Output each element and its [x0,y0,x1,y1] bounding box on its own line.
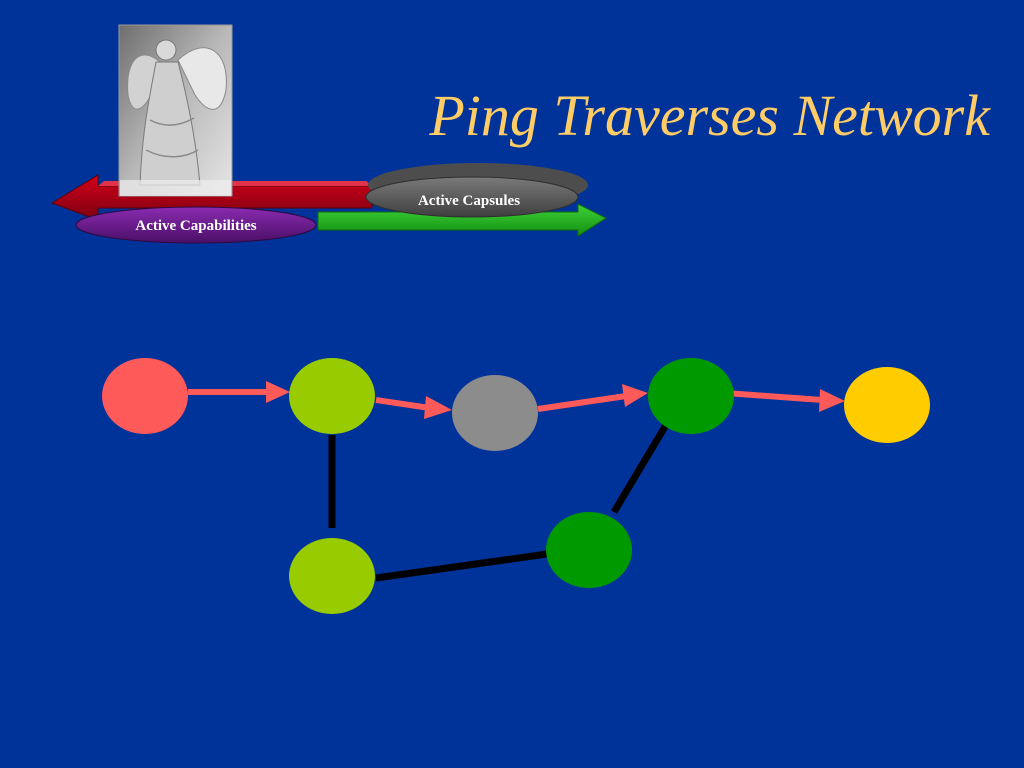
node-red [102,358,188,434]
link-n7-n4 [610,423,670,514]
ping-arrow-n2-n3 [375,396,452,419]
active-capsules-pill [365,163,588,218]
node-lime-top [289,358,375,434]
link-n6-n7 [375,550,548,582]
active-capabilities-label: Active Capabilities [135,218,256,234]
slide-title: Ping Traverses Network [429,83,990,148]
active-capabilities-pill [75,206,317,244]
ping-arrow-n1-n2 [188,381,290,403]
node-green-top [648,358,734,434]
ping-arrow-n3-n4 [537,384,648,412]
node-lime-bottom [289,538,375,614]
angel-statue-icon [118,24,233,197]
node-yellow [844,367,930,443]
ping-arrow-n4-n5 [725,389,845,412]
node-grey [452,375,538,451]
active-capsules-label: Active Capsules [418,193,520,209]
node-green-bottom [546,512,632,588]
